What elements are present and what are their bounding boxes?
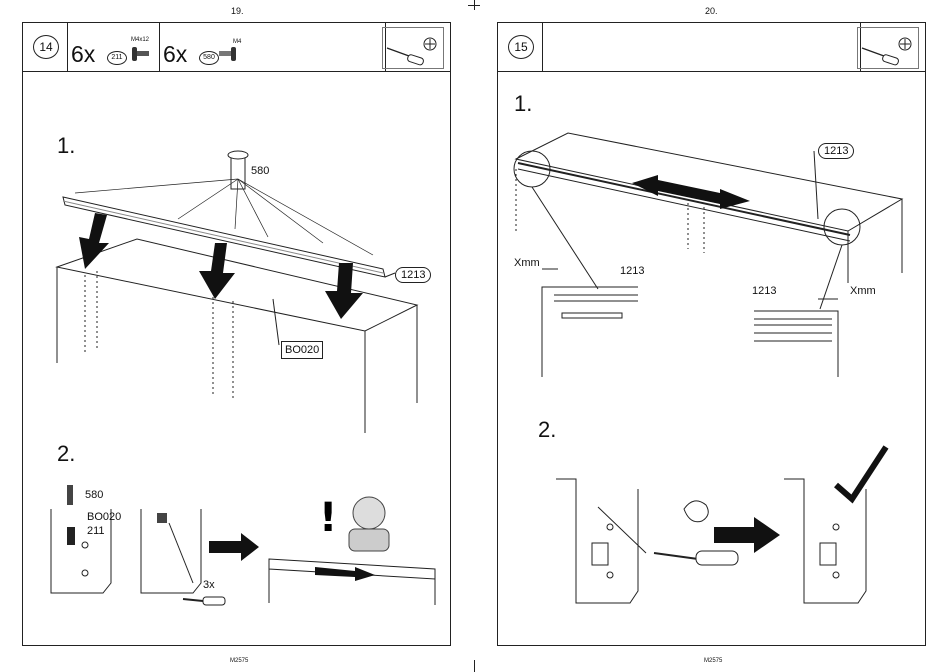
footer-right: M2575	[704, 658, 722, 664]
rail-alignment-illustration	[498, 23, 927, 647]
detail-label-bo020: BO020	[87, 511, 121, 523]
page-number-left: 19.	[231, 6, 244, 16]
left-page: 14 6x 211 M4x12 6x 580 M4 1. 2.	[22, 22, 451, 646]
left-xmm-label: Xmm	[514, 257, 540, 269]
crop-mark-top-h	[468, 5, 480, 6]
right-page: 15 1. 2.	[497, 22, 926, 646]
right-xmm-label: Xmm	[850, 285, 876, 297]
warning-icon: !	[319, 495, 337, 541]
detail-label-3x: 3x	[203, 579, 215, 591]
detail-label-580: 580	[85, 489, 103, 501]
person-icon	[353, 497, 385, 529]
right-part-label: 1213	[752, 285, 776, 297]
crop-mark-bottom	[474, 660, 475, 672]
strength-icon	[684, 501, 708, 522]
detail-illustration: !	[23, 23, 452, 647]
left-part-label: 1213	[620, 265, 644, 277]
page-number-right: 20.	[705, 6, 718, 16]
footer-left: M2575	[230, 658, 248, 664]
detail-label-211: 211	[87, 525, 105, 537]
rail-label-1213: 1213	[818, 143, 854, 159]
